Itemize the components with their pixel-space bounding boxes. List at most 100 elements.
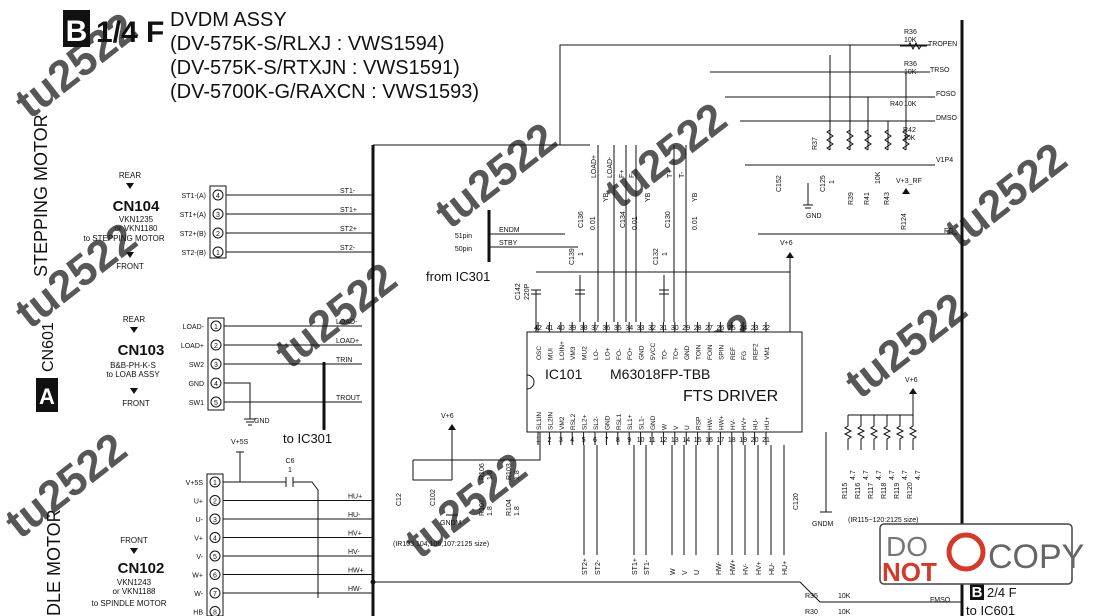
ic101-top-pin-number: 27 [705,325,713,332]
top-net-label: LOAD- [607,156,614,178]
ic101-top-pin-name: TO+ [673,347,680,360]
cn103-pin-label: LOAD- [183,324,205,331]
ic101-bottom-pin-number: 17 [717,437,725,444]
left-lower-wires [412,430,541,481]
ic101-bottom-pin-name: RSP [696,417,703,430]
header-model-1: (DV-575K-S/RLXJ : VWS1594) [170,33,445,55]
cn102-net-label: HU- [348,512,361,519]
ic301-signal-wires [489,233,578,248]
cn103-pin-number: 5 [214,400,218,407]
ic101-top-pin-number: 39 [568,325,576,332]
c125-ref: C125 [820,175,827,192]
cap-c132-ref: C132 [653,248,660,265]
ic101-top-pin-name: MUI [547,348,554,360]
r107-val: 1.8 [487,506,494,516]
do-not-copy-stamp: DO NOT COPY [879,523,1084,587]
cn102-pin-number: 8 [213,610,217,616]
footer-badge: B [972,584,983,601]
ic101-top-pin-name: LO- [593,349,600,360]
cn102-supply-wire [236,451,244,482]
resistor-array-val: 4.7 [915,470,922,480]
ic301-from: from IC301 [426,269,490,284]
stamp-frame [879,523,1073,585]
resistor-array-ref: R120 [907,482,914,499]
cn103-rear: REAR [123,315,145,324]
r40-ref: R40 [890,101,903,108]
cn103-pin-label: SW1 [189,400,204,407]
r30-ref: R30 [805,609,818,616]
ic101-bottom-pin-number: 7 [604,437,608,444]
cn104-connector: REAR CN104 VKN1235 or VKN1180 to STEPPIN… [83,171,373,271]
v3rf-arrow [902,188,910,194]
ic101-top-pin-name: FOIN [707,344,714,360]
cn102-pin-label: V+ [194,536,203,543]
ic101-bottom-pin-name: HW- [707,417,714,430]
cn104-to: to STEPPING MOTOR [83,234,164,243]
watermark-3: tu2522 [0,423,136,547]
resistor-array-symbol [869,415,879,450]
cn102-pin-circle [209,569,221,580]
cn102-pin-label: HB [193,610,203,616]
bottom-net-label: U [694,570,701,575]
ic101-bottom-pin-name: W [661,423,668,430]
ic101-bottom-pin-number: 15 [694,437,702,444]
ic101-top-pin-number: 35 [614,325,622,332]
cn102-pin-number: 7 [213,591,217,598]
cn102-pin-circle [209,606,221,616]
ic101-bottom-pin-name: GND [604,415,611,430]
top-net-label: F- [629,171,636,178]
pullup-resistor-symbol [884,129,892,151]
c132-symbol [659,275,669,322]
ic301-pin51: 51pin [455,233,472,240]
watermark-8: tu2522 [836,283,976,407]
c152-ref: C152 [776,175,783,192]
pullup-bus [829,45,930,150]
top-net-labels: LOAD+LOAD-F+F-T+T- [591,145,687,322]
ic101-bottom-pin-name: HU+ [764,417,771,430]
bottom-net-label: HV- [743,563,750,575]
ic101-top-pin-name: OSC [536,346,543,360]
watermark-10: tu2522 [596,93,736,217]
cn102-net-label: HU+ [348,494,362,501]
ic101-bottom-pin-number: 11 [648,437,655,444]
resistor-array-ref: R119 [894,483,901,499]
r36a-ref: R36 [904,29,917,36]
cn104-pin-circle [212,189,224,201]
r103-ref: R103 [506,463,513,480]
cn102-to: to SPINDLE MOTOR [92,599,167,608]
ic101-bottom-pin-name: SL2+ [582,414,589,430]
c142-symbol [531,289,541,332]
cn102-pin-label: W- [194,591,203,598]
ic101-top-pin-number: 32 [648,325,656,332]
resistor-array-val: 4.7 [889,470,896,480]
pullup-resistor-symbol [826,129,834,151]
header-section: 1/4 F [96,16,164,49]
top-capacitors: C136 0.01 YB C134 0.01 YB C130 0.01 YB C… [515,192,790,332]
ic101-top-pin-number: 38 [580,325,588,332]
ic101-top-pin-name: REF2 [753,343,760,360]
right-lower-cluster: V+6 R1154.7R1164.7R1174.7R1184.7R1194.7R… [793,377,922,528]
cn103-pin-label: LOAD+ [181,343,204,350]
ic101-bottom-pin-name: SL2IN [547,412,554,430]
cap-c134-tag: YB [645,192,652,202]
cap-c130-ref: C130 [665,211,672,228]
cap-c136-tag: YB [603,192,610,202]
ic101-notch [526,374,535,390]
cn103-pin-circle [210,377,222,389]
ic101-top-pin-number: 23 [751,325,759,332]
cap-c136-val: 0.01 [590,216,597,230]
ic101-top-pin-number: 22 [762,325,770,332]
ic101-bottom-pin-name: HV- [730,419,737,430]
resistor-array-val: 4.7 [863,470,870,480]
cn102-part1: VKN1243 [117,578,152,587]
cn102-net-label: HV- [348,549,360,556]
r42-val: 10K [903,135,916,142]
cn102-body [206,473,224,616]
cn104-pin-number: 4 [216,193,220,200]
net-fmso: FMSO [930,597,951,604]
cn102-pin-number: 1 [213,480,217,487]
ic101-bottom-pin-number: 19 [739,437,747,444]
net-fg: FG [944,228,954,235]
cn103-part1: B&B-PH-K-S [110,361,156,370]
